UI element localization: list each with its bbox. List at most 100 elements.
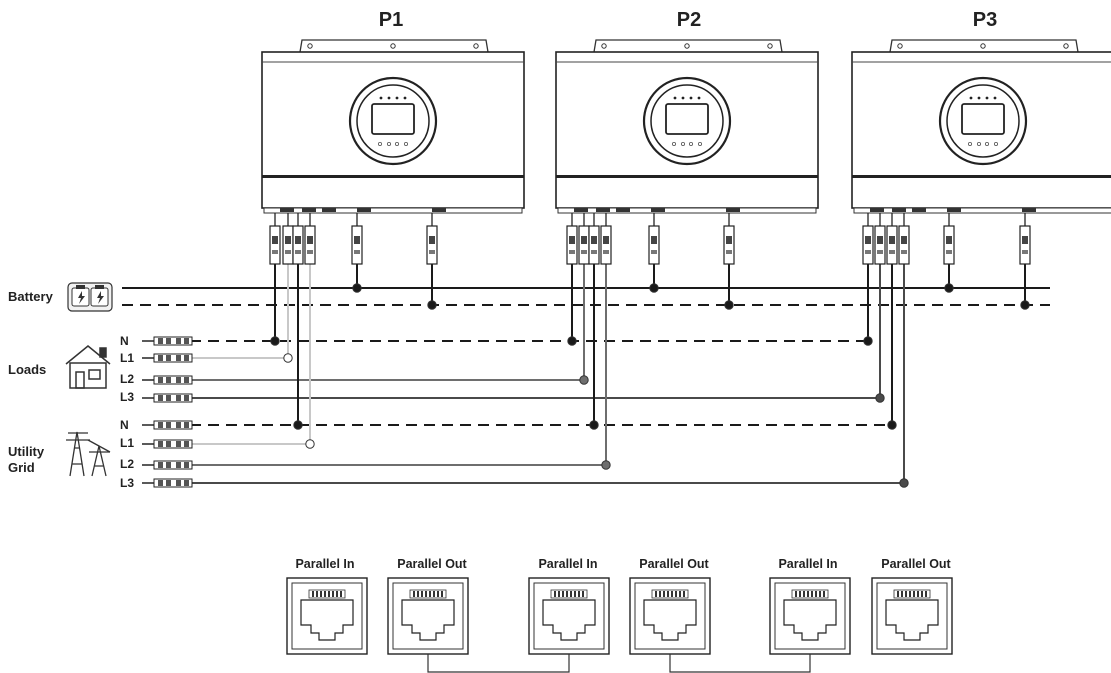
touch-button (681, 141, 686, 146)
connector (726, 208, 740, 212)
breaker-body (426, 225, 438, 265)
terminal-block (142, 439, 193, 449)
connector (302, 208, 316, 212)
unit-title-p1: P1 (379, 9, 403, 31)
mount-hole (684, 43, 690, 49)
breaker-label (651, 250, 657, 254)
breaker-body (874, 225, 886, 265)
status-led (673, 96, 677, 100)
terminal-screw (176, 480, 181, 486)
rj45-socket (783, 599, 837, 641)
battery-label: Battery (8, 289, 54, 304)
junction-dot (589, 420, 599, 430)
rj45-pin (905, 591, 907, 597)
terminal-block (142, 460, 193, 470)
load-phase-l3: L3 (120, 390, 134, 404)
status-led (379, 96, 383, 100)
rj45-pin (795, 591, 797, 597)
load-phase-l1: L1 (120, 351, 134, 365)
mount-hole (390, 43, 396, 49)
rj45-pin (799, 591, 801, 597)
mount-hole (897, 43, 903, 49)
touch-button (968, 141, 973, 146)
junction-dot (293, 420, 303, 430)
breaker-label (603, 250, 609, 254)
breaker-body (578, 225, 590, 265)
connector (870, 208, 884, 212)
port-port-label-2: Parallel In (538, 557, 597, 571)
power-tower-icon (66, 431, 111, 477)
parallel-cable-1 (427, 654, 570, 673)
port-port-label-3: Parallel Out (639, 557, 709, 571)
breaker-switch (651, 236, 657, 244)
grid-phase-l3: L3 (120, 476, 134, 490)
connector-strip (853, 207, 1111, 214)
rj45-port-2 (387, 577, 469, 655)
port-port-label-5: Parallel Out (881, 557, 951, 571)
connector (892, 208, 906, 212)
rj45-pin (815, 591, 817, 597)
connector (1022, 208, 1036, 212)
mount-hole (473, 43, 479, 49)
junction-dot (863, 336, 873, 346)
inverter-unit-3 (851, 39, 1111, 214)
status-led (969, 96, 973, 100)
junction-dot (270, 336, 280, 346)
connector-strip (557, 207, 817, 214)
port-label: Parallel In (295, 557, 354, 571)
breaker-body (292, 225, 304, 265)
lcd-screen (961, 103, 1005, 135)
breaker-label (581, 250, 587, 254)
rj45-pin (909, 591, 911, 597)
connector (280, 208, 294, 212)
junction-dot (899, 478, 909, 488)
rj45-pin (803, 591, 805, 597)
grid-phase-n: N (120, 418, 129, 432)
breaker-body (1019, 225, 1031, 265)
rj45-pin (433, 591, 435, 597)
status-led (697, 96, 701, 100)
terminal-screw (176, 355, 181, 361)
rj45-pin (425, 591, 427, 597)
terminal-screw (166, 338, 171, 344)
junction-dot (567, 336, 577, 346)
rj45-pin (417, 591, 419, 597)
connector-strip (263, 207, 523, 214)
ac-breaker (862, 213, 874, 265)
wiring (122, 213, 1050, 488)
rj45-pin (312, 591, 314, 597)
breaker-label (726, 250, 732, 254)
rj45-pin (320, 591, 322, 597)
terminal-screw (166, 441, 171, 447)
touch-button (403, 141, 408, 146)
ac-breaker (304, 213, 316, 265)
inverter-unit-2 (555, 39, 819, 214)
ac-breaker (588, 213, 600, 265)
rj45-pin (921, 591, 923, 597)
rj45-socket (401, 599, 455, 641)
junction-dot (579, 375, 589, 385)
rj45-pin (340, 591, 342, 597)
terminal-screw (158, 480, 163, 486)
rj45-pin (558, 591, 560, 597)
ac-breaker (898, 213, 910, 265)
ac-breaker (292, 213, 304, 265)
terminal-screw (166, 422, 171, 428)
dc-breaker (1019, 213, 1031, 265)
rj45-pin (659, 591, 661, 597)
junction-dot (649, 283, 659, 293)
rj45-pin (897, 591, 899, 597)
status-led (387, 96, 391, 100)
ac-breaker (269, 213, 281, 265)
terminal-screw (158, 422, 163, 428)
rj45-pin (913, 591, 915, 597)
breaker-switch (354, 236, 360, 244)
terminal-body (153, 478, 193, 488)
body-band (262, 175, 524, 178)
touch-button (394, 141, 399, 146)
terminal-screw (184, 462, 189, 468)
rj45-pin (413, 591, 415, 597)
breaker-label (591, 250, 597, 254)
rj45-pin (332, 591, 334, 597)
breaker-body (282, 225, 294, 265)
